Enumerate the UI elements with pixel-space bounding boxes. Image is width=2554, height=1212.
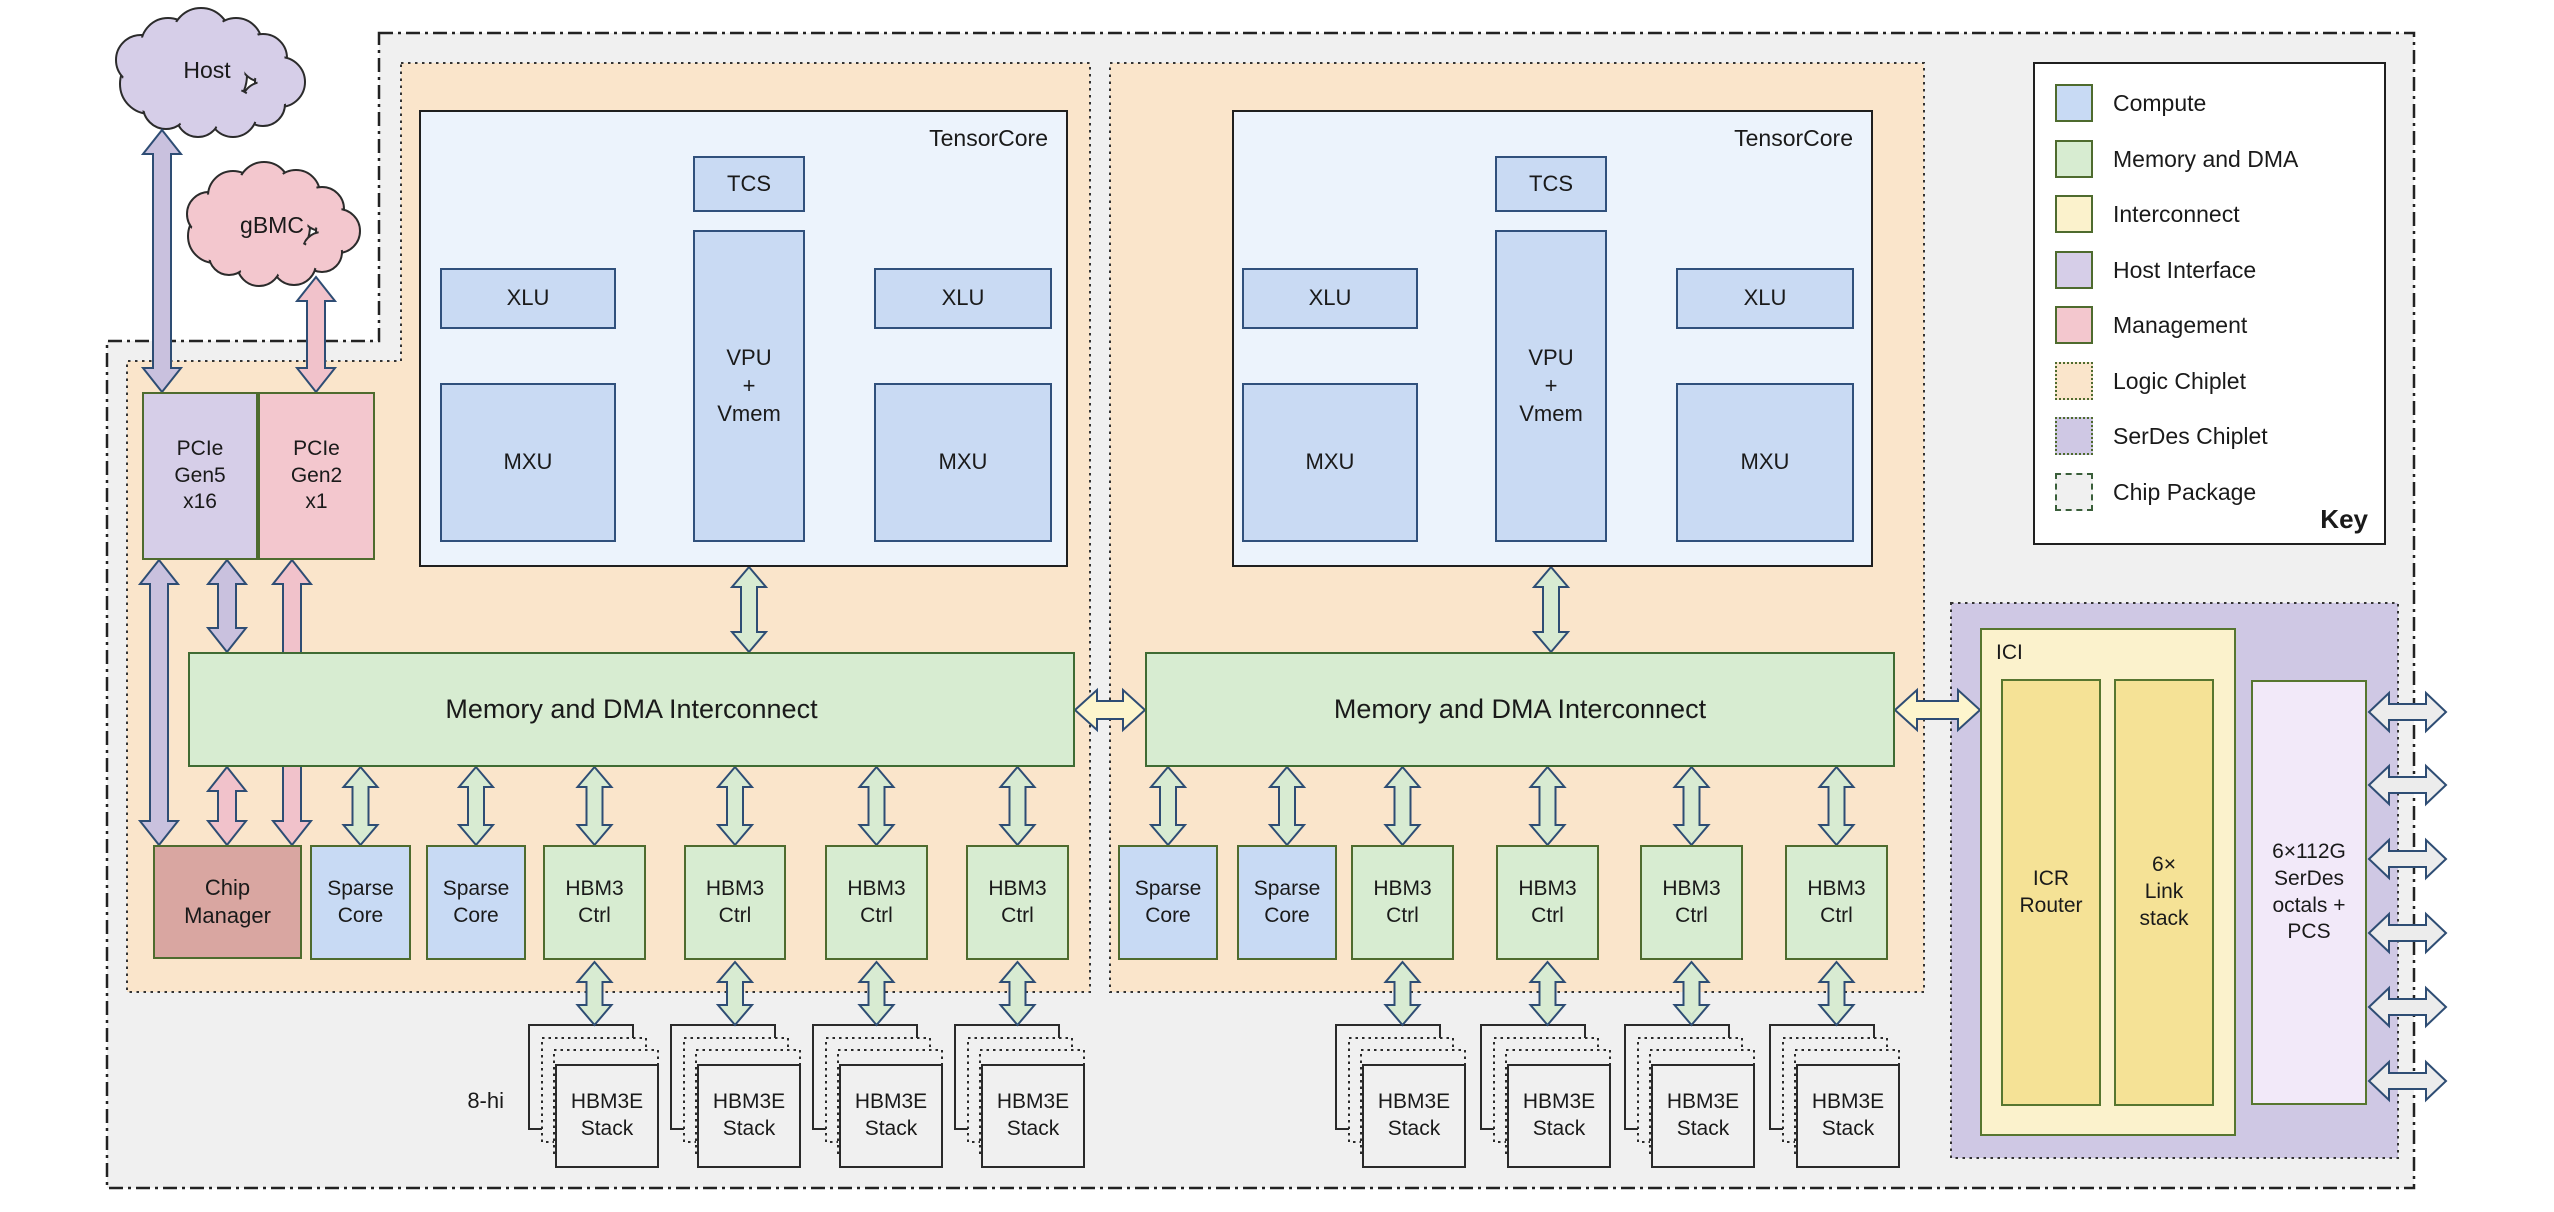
hbmctrl-stack-arrow [998,960,1037,1027]
legend-item-management: Management [2055,306,2247,344]
hbm3-ctrl-left-3: HBM3 Ctrl [825,845,928,960]
hbm3-ctrl-left-2: HBM3 Ctrl [684,845,786,960]
gbmc-cloud-label: gBMC [240,211,304,238]
hbmctrl-stack-arrow [575,960,614,1027]
hbm3e-stack-left-1: HBM3E Stack [555,1064,659,1168]
hbmctrl-stack-arrow [1672,960,1711,1027]
legend-item-label: Memory and DMA [2113,145,2299,172]
vpu-vmem-block-left: VPU + Vmem [693,230,805,542]
legend-item-chip-package: Chip Package [2055,473,2256,511]
gbmc-pcie-arrow [294,275,338,394]
link-stack-block: 6× Link stack [2114,679,2214,1106]
gbmc-cloud [274,243,314,283]
hbmctrl-stack-arrow [857,960,896,1027]
icr-router-block: ICR Router [2001,679,2101,1106]
mxu-block-right-2: MXU [1676,383,1854,542]
pcie-gen5-block: PCIe Gen5 x16 [142,392,258,560]
hbm3e-stack-left-4: HBM3E Stack [981,1064,1085,1168]
xlu-block-left-2: XLU [874,268,1052,329]
memory-dma-interconnect-left: Memory and DMA Interconnect [188,652,1075,767]
host-interface-swatch [2055,251,2093,289]
serdes-link-arrow [2367,763,2448,807]
interconnect-swatch [2055,195,2093,233]
chip-package-swatch [2055,473,2093,511]
host-cloud [178,95,218,135]
serdes-octals-block: 6×112G SerDes octals + PCS [2251,680,2367,1105]
legend-item-logic-chiplet: Logic Chiplet [2055,362,2246,400]
serdes-chiplet-swatch [2055,417,2093,455]
legend-item-label: Host Interface [2113,256,2257,283]
tcs-block-right: TCS [1495,156,1607,212]
legend-item-label: Compute [2113,89,2207,116]
hbm3-ctrl-right-4: HBM3 Ctrl [1785,845,1888,960]
hbm3e-stack-right-2: HBM3E Stack [1507,1064,1611,1168]
legend-item-label: Logic Chiplet [2113,367,2246,394]
tensorcore-right-title: TensorCore [1734,125,1853,151]
tcs-block-left: TCS [693,156,805,212]
serdes-link-arrow [2367,985,2448,1029]
memory-dma-interconnect-right: Memory and DMA Interconnect [1145,652,1895,767]
serdes-link-arrow [2367,690,2448,734]
sparse-core-left-1: Sparse Core [310,845,411,960]
legend-item-label: SerDes Chiplet [2113,422,2268,449]
stack-height-label: 8-hi [467,1088,504,1113]
host-cloud [211,91,255,135]
mxu-block-right-1: MXU [1242,383,1418,542]
hbmctrl-stack-arrow [1817,960,1856,1027]
xlu-block-left-1: XLU [440,268,616,329]
hbm3e-stack-right-1: HBM3E Stack [1362,1064,1466,1168]
hbm3e-stack-right-3: HBM3E Stack [1651,1064,1755,1168]
sparse-core-right-2: Sparse Core [1237,845,1337,960]
serdes-link-arrow [2367,911,2448,955]
legend-item-interconnect: Interconnect [2055,195,2240,233]
legend: Compute Memory and DMA Interconnect Host… [2033,62,2386,545]
logic-chiplet-swatch [2055,362,2093,400]
mxu-block-left-2: MXU [874,383,1052,542]
hbm3e-stack-left-2: HBM3E Stack [697,1064,801,1168]
vpu-vmem-block-right: VPU + Vmem [1495,230,1607,542]
legend-item-label: Management [2113,311,2248,338]
serdes-link-arrow [2367,837,2448,881]
compute-swatch [2055,84,2093,122]
sparse-core-left-2: Sparse Core [426,845,526,960]
hbm3-ctrl-right-1: HBM3 Ctrl [1351,845,1454,960]
hbmctrl-stack-arrow [1528,960,1567,1027]
gbmc-cloud [211,237,247,273]
hbmctrl-stack-arrow [1383,960,1422,1027]
hbm3-ctrl-right-2: HBM3 Ctrl [1496,845,1599,960]
chip-manager-block: Chip Manager [153,845,302,959]
mxu-block-left-1: MXU [440,383,616,542]
host-cloud [145,85,187,127]
sparse-core-right-1: Sparse Core [1118,845,1218,960]
legend-item-host-interface: Host Interface [2055,251,2256,289]
ici-title: ICI [1996,641,2023,664]
host-cloud-label: Host [183,56,231,83]
hbm3e-stack-right-4: HBM3E Stack [1796,1064,1900,1168]
hbm3-ctrl-left-4: HBM3 Ctrl [966,845,1069,960]
pcie-gen2-block: PCIe Gen2 x1 [258,392,375,560]
legend-item-compute: Compute [2055,84,2206,122]
serdes-link-arrow [2367,1059,2448,1103]
legend-item-memory-dma: Memory and DMA [2055,140,2298,178]
legend-title: Key [2320,504,2368,534]
memory-dma-swatch [2055,140,2093,178]
legend-item-serdes-chiplet: SerDes Chiplet [2055,417,2268,455]
hbm3-ctrl-right-3: HBM3 Ctrl [1640,845,1743,960]
hbm3e-stack-left-3: HBM3E Stack [839,1064,943,1168]
gbmc-cloud [239,244,279,284]
legend-item-label: Interconnect [2113,200,2240,227]
legend-item-label: Chip Package [2113,478,2257,505]
hbm3-ctrl-left-1: HBM3 Ctrl [543,845,646,960]
xlu-block-right-2: XLU [1676,268,1854,329]
management-swatch [2055,306,2093,344]
xlu-block-right-1: XLU [1242,268,1418,329]
tensorcore-left-title: TensorCore [929,125,1048,151]
hbmctrl-stack-arrow [715,960,755,1027]
